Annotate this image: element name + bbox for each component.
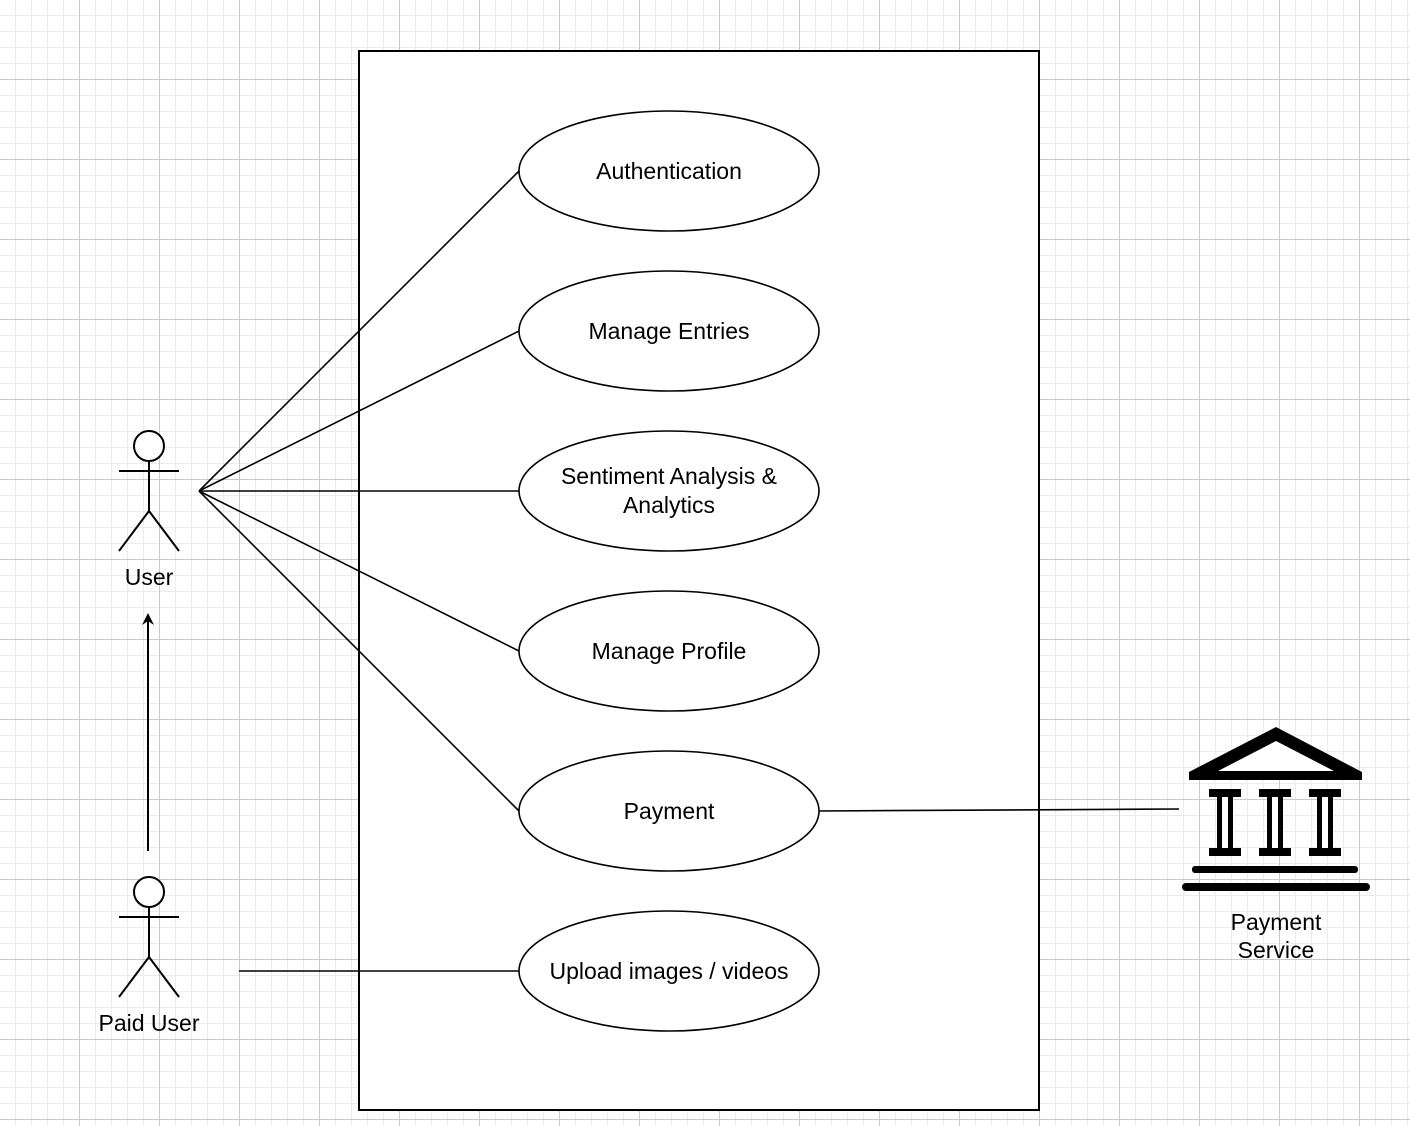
use-case-label: Manage Entries [588,318,749,344]
actor-payment-service[interactable]: Payment Service [1182,727,1370,963]
actor-paid-user[interactable]: Paid User [99,876,200,1036]
bank-icon [1182,727,1370,891]
use-case-label: Upload images / videos [549,958,788,984]
actor-label-line2: Service [1238,937,1315,963]
actor-label: User [125,564,174,590]
use-case-label: Payment [624,798,715,824]
assoc-user-authentication [198,170,520,492]
use-case-authentication[interactable]: Authentication [518,110,820,232]
actor-label-line1: Payment [1231,909,1322,935]
use-case-sentiment-analysis[interactable]: Sentiment Analysis & Analytics [518,430,820,552]
stick-figure-icon [118,430,180,552]
actor-label: Paid User [99,1010,200,1036]
assoc-user-manage-profile [198,490,520,652]
use-case-label: Manage Profile [592,638,747,664]
use-case-upload-media[interactable]: Upload images / videos [518,910,820,1032]
use-case-label-line2: Analytics [623,492,715,518]
stick-figure-icon [118,876,180,998]
use-case-manage-entries[interactable]: Manage Entries [518,270,820,392]
assoc-payment-service [818,808,1180,812]
use-case-payment[interactable]: Payment [518,750,820,872]
assoc-user-payment [198,490,520,812]
assoc-user-manage-entries [198,330,520,492]
use-case-manage-profile[interactable]: Manage Profile [518,590,820,712]
user-associations [198,170,520,812]
actor-user[interactable]: User [118,430,180,590]
use-case-label-line1: Sentiment Analysis & [561,463,777,489]
use-case-label: Authentication [596,158,742,184]
